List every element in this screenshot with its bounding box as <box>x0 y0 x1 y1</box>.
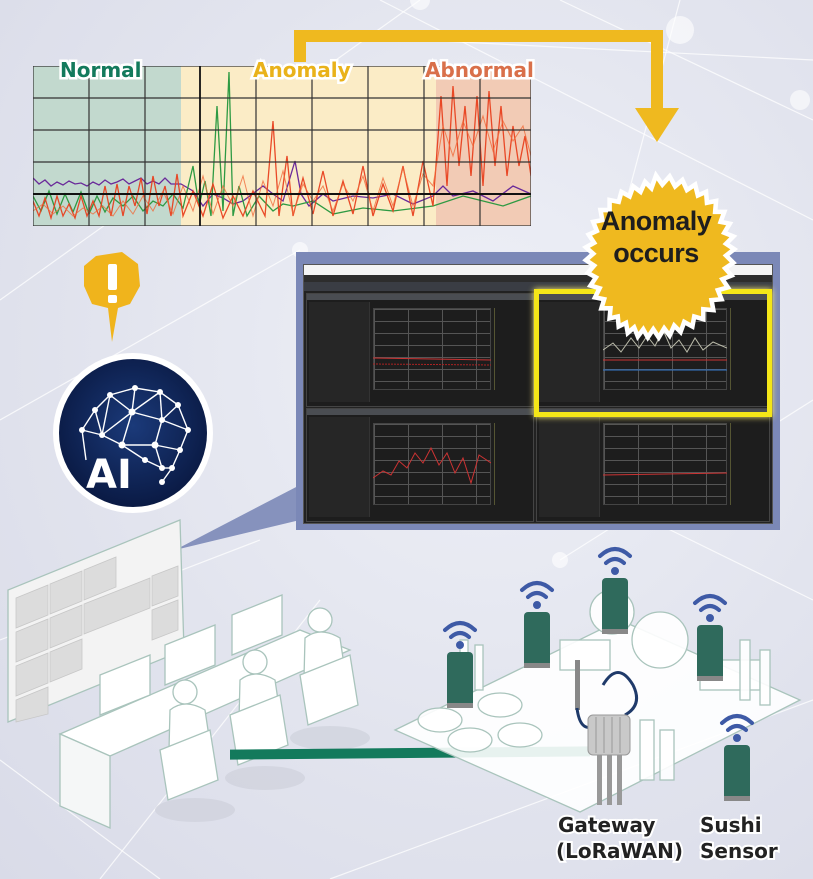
anomaly-occurs-text: Anomaly occurs <box>600 206 712 268</box>
alert-exclamation-icon <box>84 252 140 342</box>
sushi-sensor-caption: Sushi Sensor <box>698 811 780 865</box>
graph-pane-top-left <box>306 293 534 407</box>
window-titlebar <box>304 265 772 275</box>
window-menubar <box>304 275 772 282</box>
anomaly-burst-badge <box>581 170 739 342</box>
sushi-sensor-group <box>447 578 750 801</box>
series-green <box>33 71 531 218</box>
window-toolbar <box>304 282 772 291</box>
normal-zone-label: Normal <box>58 58 145 83</box>
graph-pane-bottom-left <box>306 408 534 522</box>
flow-arrow-icon <box>294 30 679 142</box>
abnormal-zone-label: Abnormal <box>423 58 537 83</box>
gateway-caption: Gateway (LoRaWAN) <box>554 811 685 865</box>
sensor-time-series-chart <box>33 66 531 226</box>
svg-text:AI: AI <box>86 452 132 498</box>
operations-room-illustration <box>7 519 370 829</box>
monitor <box>164 624 216 686</box>
industrial-plant-illustration <box>393 547 802 813</box>
monitor <box>231 594 283 656</box>
ai-brain-icon: AI <box>53 353 213 513</box>
series-red-2 <box>33 114 531 218</box>
zoom-pointer-wedge <box>175 485 300 550</box>
graph-pane-bottom-right <box>536 408 770 522</box>
monitor <box>99 654 151 716</box>
lorawan-gateway-icon <box>575 660 639 805</box>
series-red <box>33 85 531 221</box>
wifi-icon <box>443 547 754 742</box>
